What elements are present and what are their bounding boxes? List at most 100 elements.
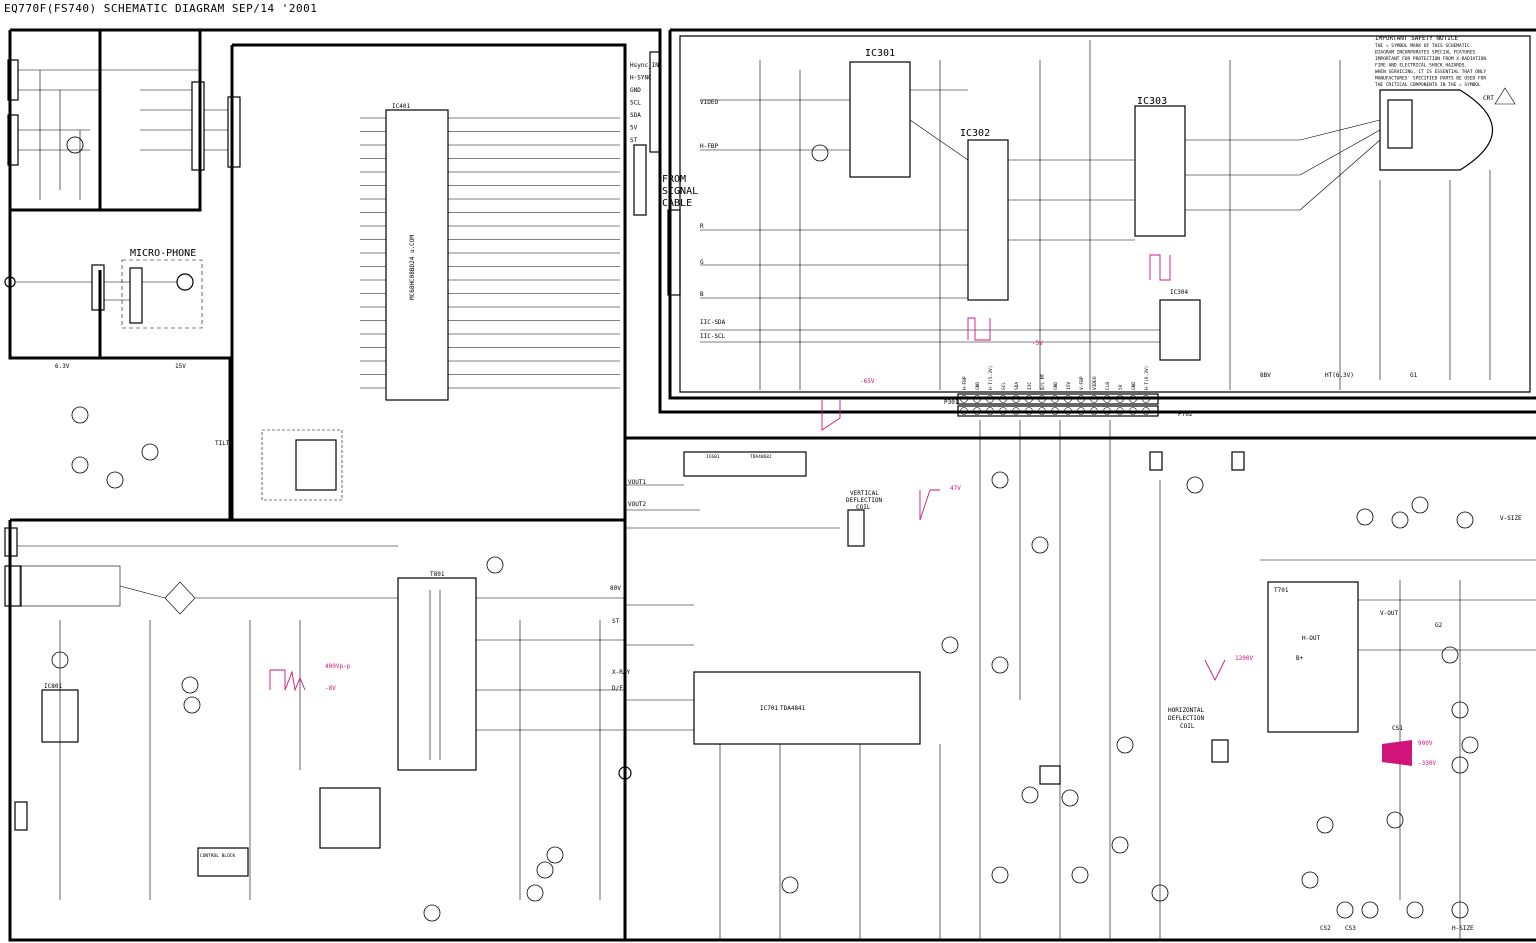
vcoil-line2: DEFLECTION — [846, 497, 883, 504]
p301-signal-label: VIDEO — [1092, 376, 1098, 390]
transistor-symbol — [1116, 736, 1134, 754]
p301-pin — [1064, 395, 1072, 403]
transistor-symbol — [1336, 901, 1354, 919]
signal-cable-line1: FROM — [662, 174, 686, 185]
crt-label: CRT — [1483, 95, 1494, 102]
ic401-microcontroller: IC401 MC68HC08BD24 u.COM — [360, 103, 620, 401]
safety-line: MANUFACTURES' SPECIFIED PARTS BE USED FO… — [1375, 76, 1486, 82]
supply-label: VOUT2 — [628, 501, 646, 508]
transistor-symbol — [1301, 871, 1319, 889]
p301-pin — [999, 395, 1007, 403]
p303-pin-label: SDA — [630, 112, 641, 119]
supply-label: TILT — [215, 440, 230, 447]
p303-pin-label: H-SYNC — [630, 75, 652, 82]
supply-label: H-SIZE — [1452, 925, 1474, 932]
p301-pin — [1090, 395, 1098, 403]
transistor-symbol — [183, 696, 201, 714]
supply-label: 15V — [175, 363, 186, 370]
safety-heading: IMPORTANT SAFETY NOTICE — [1375, 35, 1458, 42]
hcoil-line2: DEFLECTION — [1168, 715, 1205, 722]
waveform-6: 900V — [1418, 740, 1433, 747]
ic401-label: IC401 — [392, 103, 410, 110]
transistor-symbol — [991, 471, 1009, 489]
p301-signal-label: GND — [975, 382, 981, 390]
supply-label: HT(6.3V) — [1325, 372, 1354, 379]
supply-label: B+ — [1296, 655, 1304, 662]
input-label: B — [700, 291, 704, 298]
ic601-part: TDA4868J — [750, 454, 772, 460]
supply-label: G1 — [1410, 372, 1418, 379]
p702-pin — [1142, 407, 1150, 415]
p301-signal-label: GND — [1053, 382, 1059, 390]
transistor-symbol — [1406, 901, 1424, 919]
input-label: G — [700, 259, 704, 266]
signal-cable-block: FROM SIGNAL CABLE VIDEOH-FBPRGBIIC-SDAII… — [662, 99, 726, 340]
transistor-symbol — [1071, 866, 1089, 884]
p301-signal-label: H-T(6.3V) — [1144, 366, 1150, 390]
ic302-ic: IC302 — [960, 128, 1009, 301]
supply-label: 80V — [610, 585, 621, 592]
ic303-label: IC303 — [1137, 96, 1167, 107]
supply-label: CS3 — [1345, 925, 1356, 932]
transistor-symbol — [546, 846, 564, 864]
p702-pin — [1038, 407, 1046, 415]
supply-label: 6.3V — [55, 363, 70, 370]
transistor-symbol — [1316, 816, 1334, 834]
transistor-symbol — [1061, 789, 1079, 807]
key-board — [7, 59, 241, 200]
p301-pin — [986, 395, 994, 403]
transistor-symbol — [1031, 536, 1049, 554]
p301-signal-label: IIC — [1027, 382, 1033, 390]
waveform-7: -330V — [1418, 760, 1436, 767]
p301-signal-label: H-T(5.3V) — [988, 366, 994, 390]
hcoil-line1: HORIZONTAL — [1168, 707, 1205, 714]
transistor-symbol — [71, 406, 89, 424]
p303-pin-label: GND — [630, 87, 641, 94]
transistor-symbol — [423, 904, 441, 922]
p303-pin-label: SCL — [630, 100, 641, 107]
transistor-symbol — [781, 876, 799, 894]
p702-pin — [1129, 407, 1137, 415]
ic302-label: IC302 — [960, 128, 990, 139]
p303-pin-label: Hsync_IN — [630, 62, 659, 69]
p301-signal-label: 5V — [1118, 384, 1124, 390]
input-label: VIDEO — [700, 99, 718, 106]
ic303-video-amp: IC303 — [1134, 96, 1186, 237]
p702-pin — [1103, 407, 1111, 415]
p301-signal-label: H-FBP — [962, 376, 968, 390]
supply-label: VOUT1 — [628, 479, 646, 486]
transistor-symbol — [66, 136, 84, 154]
input-label: IIC-SCL — [700, 333, 726, 340]
transistor-symbol — [536, 861, 554, 879]
transistor-symbol — [1361, 901, 1379, 919]
p301-pin — [1012, 395, 1020, 403]
transistor-group — [51, 136, 1479, 922]
transistor-symbol — [486, 556, 504, 574]
p301-signal-label: V-FBP — [1079, 376, 1085, 390]
p702-pin — [1025, 407, 1033, 415]
deflection-section: IC601 TDA4868J VERTICAL DEFLECTION COIL … — [625, 420, 1536, 940]
supply-label: ST — [612, 618, 620, 625]
p301-pin — [1025, 395, 1033, 403]
p702-pin — [986, 407, 994, 415]
p301-signal-label: SCL — [1001, 382, 1007, 390]
supply-label: V-OUT — [1380, 610, 1398, 617]
supply-label: D/F — [612, 685, 623, 692]
vcoil-line1: VERTICAL — [850, 490, 879, 497]
transistor-symbol — [1441, 646, 1459, 664]
supply-label: CS2 — [1320, 925, 1331, 932]
p702-label: P702 — [1178, 411, 1193, 418]
p301-signal-label: SDA — [1014, 382, 1020, 390]
transistor-symbol — [1386, 811, 1404, 829]
transistor-symbol — [1451, 901, 1469, 919]
power-supply-section: T801 IC801 CONTROL BLOCK — [4, 527, 632, 900]
transistor-symbol — [1456, 511, 1474, 529]
ic301-video-preamp: IC301 — [849, 48, 911, 178]
transistor-symbol — [1411, 496, 1429, 514]
safety-line: IMPORTANT FOR PROTECTION FROM X-RADIATIO… — [1375, 56, 1486, 62]
p301-pin — [1077, 395, 1085, 403]
p301-pin — [960, 395, 968, 403]
p303-pin-label: ST — [630, 137, 638, 144]
vcoil-line3: COIL — [856, 504, 871, 511]
